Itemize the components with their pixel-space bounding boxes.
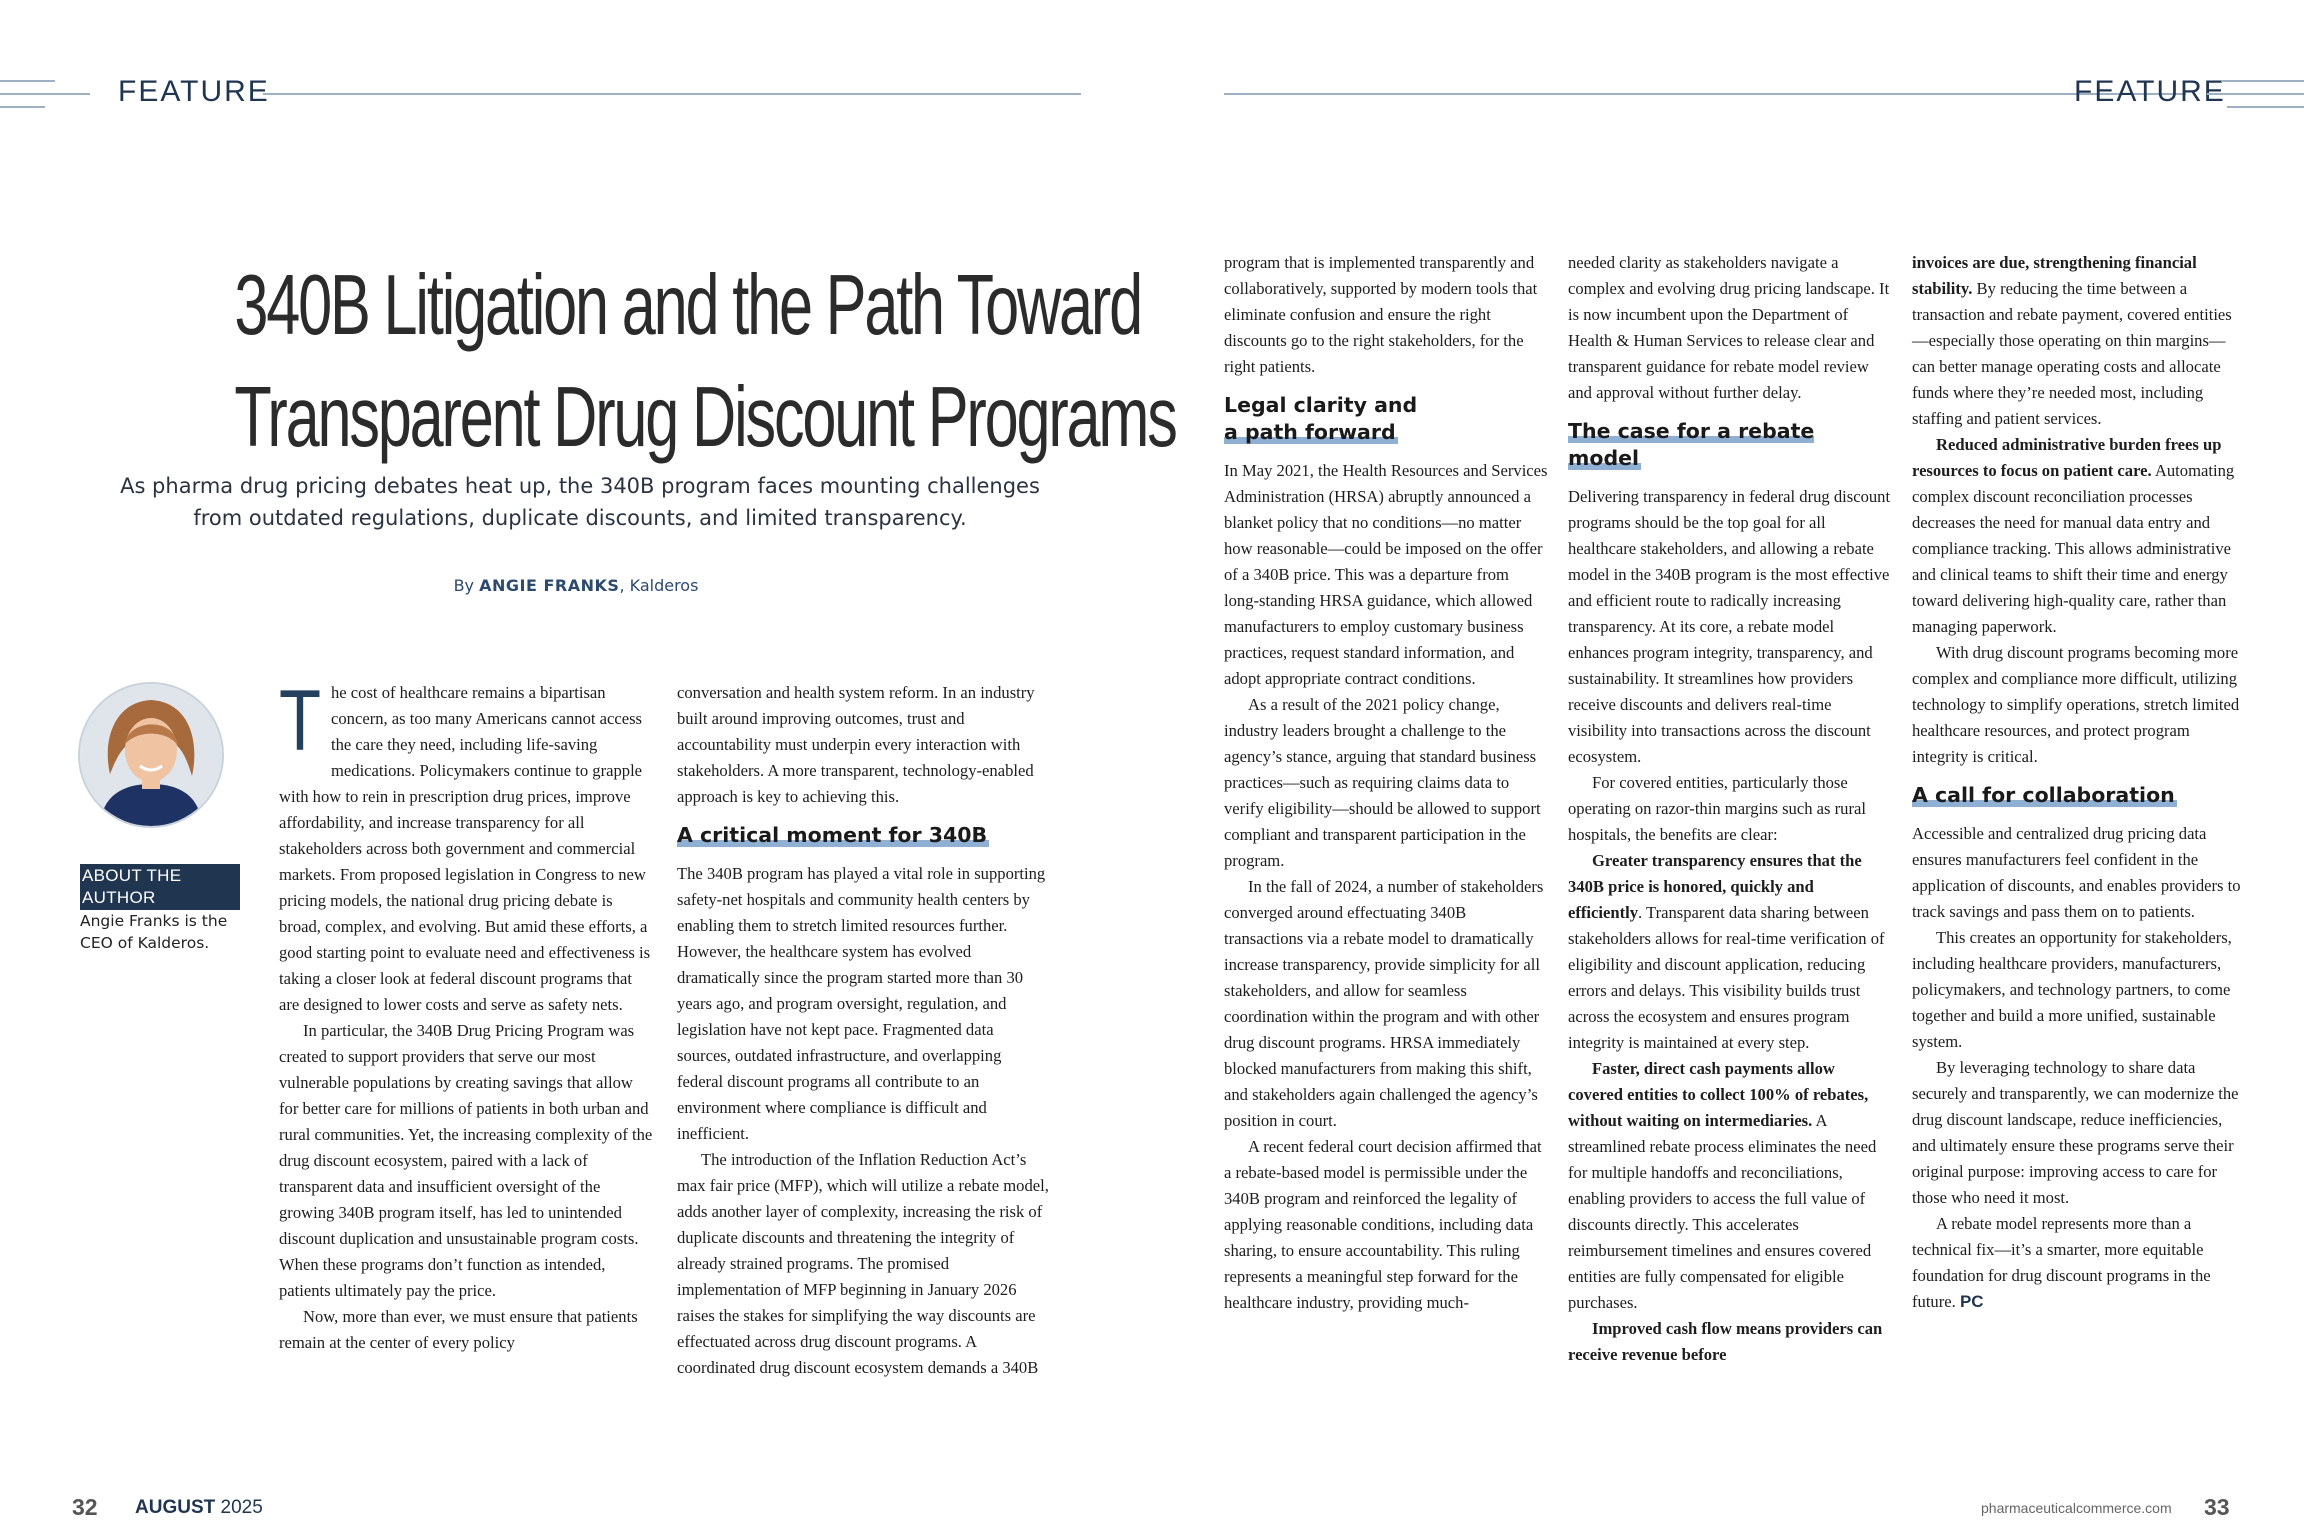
paragraph: Greater transparency ensures that the 34… — [1568, 848, 1892, 1056]
title-line-2: Transparent Drug Discount Programs — [234, 370, 1177, 465]
header-rule — [263, 93, 1081, 95]
section-heading: The case for a rebate model — [1568, 418, 1892, 472]
title-line-1: 340B Litigation and the Path Toward — [234, 258, 1143, 353]
paragraph: conversation and health system reform. I… — [677, 683, 1035, 806]
bold-lead: Greater transparency ensures that the 34… — [1568, 851, 1862, 922]
paragraph-text: Automating complex discount reconciliati… — [1912, 461, 2235, 636]
paragraph-text: A streamlined rebate process eliminates … — [1568, 1111, 1877, 1312]
section-heading: Legal clarity and a path forward — [1224, 392, 1548, 446]
byline: By ANGIE FRANKS, Kalderos — [0, 576, 1152, 595]
section-heading-line-2: a path forward — [1224, 420, 1398, 444]
decorative-line — [0, 80, 55, 82]
paragraph: In May 2021, the Health Resources and Se… — [1224, 461, 1548, 688]
author-photo — [78, 682, 224, 828]
paragraph: Now, more than ever, we must ensure that… — [279, 1307, 638, 1352]
paragraph: In particular, the 340B Drug Pricing Pro… — [279, 1021, 653, 1300]
paragraph: needed clarity as stakeholders navigate … — [1568, 253, 1890, 402]
section-label: FEATURE — [118, 75, 270, 108]
paragraph: By leveraging technology to share data s… — [1912, 1058, 2239, 1207]
column-5: invoices are due, strengthening financia… — [1912, 250, 2242, 1315]
paragraph: In the fall of 2024, a number of stakeho… — [1224, 877, 1544, 1130]
paragraph: Reduced administrative burden frees up r… — [1912, 432, 2242, 640]
page-number: 33 — [2204, 1494, 2230, 1520]
end-mark: PC — [1959, 1292, 1984, 1311]
column-1: T he cost of healthcare remains a bipart… — [279, 673, 655, 1356]
drop-cap: T — [279, 673, 322, 769]
paragraph-text: By reducing the time between a transacti… — [1912, 279, 2232, 428]
paragraph: Delivering transparency in federal drug … — [1568, 487, 1891, 766]
article-subtitle: As pharma drug pricing debates heat up, … — [120, 474, 1040, 530]
section-heading: A critical moment for 340B — [677, 822, 1051, 849]
section-heading-text: The case for a rebate model — [1568, 419, 1815, 470]
decorative-line — [2207, 93, 2304, 95]
bold-lead: invoices are due, strengthening financia… — [1912, 253, 2197, 298]
paragraph: invoices are due, strengthening financia… — [1912, 250, 2242, 432]
section-heading-text: A call for collaboration — [1912, 783, 2177, 807]
decorative-line — [2227, 106, 2304, 108]
paragraph: A recent federal court decision affirmed… — [1224, 1137, 1542, 1312]
paragraph: For covered entities, particularly those… — [1568, 773, 1866, 844]
decorative-line — [0, 106, 45, 108]
issue-year: 2025 — [220, 1497, 263, 1518]
article-title: 340B Litigation and the Path Toward Tran… — [234, 250, 1177, 474]
paragraph: Accessible and centralized drug pricing … — [1912, 824, 2241, 921]
decorative-line — [0, 93, 90, 95]
website: pharmaceuticalcommerce.com — [1981, 1500, 2172, 1516]
byline-affiliation: , Kalderos — [619, 576, 699, 595]
paragraph: Improved cash flow means providers can r… — [1568, 1316, 1892, 1368]
bold-lead: Improved cash flow means providers can r… — [1568, 1319, 1883, 1364]
bold-lead: Faster, direct cash payments allow cover… — [1568, 1059, 1869, 1130]
about-author: ABOUT THE AUTHOR Angie Franks is the CEO… — [80, 864, 240, 954]
column-3: program that is implemented transparentl… — [1224, 250, 1548, 1316]
bold-lead: Reduced administrative burden frees up r… — [1912, 435, 2222, 480]
author-name: ANGIE FRANKS — [479, 576, 620, 595]
column-4: needed clarity as stakeholders navigate … — [1568, 250, 1892, 1368]
paragraph: The introduction of the Inflation Reduct… — [677, 1150, 1049, 1377]
right-page: FEATURE program that is implemented tran… — [1152, 0, 2304, 1529]
about-author-label: ABOUT THE AUTHOR — [80, 864, 240, 910]
author-portrait-icon — [80, 684, 222, 826]
decorative-line — [2221, 80, 2304, 82]
paragraph: The 340B program has played a vital role… — [677, 864, 1046, 1143]
column-2: conversation and health system reform. I… — [677, 680, 1051, 1381]
paragraph: As a result of the 2021 policy change, i… — [1224, 695, 1541, 870]
section-heading: A call for collaboration — [1912, 782, 2242, 809]
section-heading-line-1: Legal clarity and — [1224, 393, 1418, 417]
paragraph: Faster, direct cash payments allow cover… — [1568, 1056, 1892, 1316]
page-number: 32 — [72, 1494, 98, 1520]
paragraph: A rebate model represents more than a te… — [1912, 1211, 2242, 1315]
byline-prefix: By — [453, 576, 475, 595]
paragraph-text: A rebate model represents more than a te… — [1912, 1214, 2211, 1311]
paragraph: This creates an opportunity for stakehol… — [1912, 928, 2232, 1051]
paragraph-text: . Transparent data sharing between stake… — [1568, 903, 1885, 1052]
author-bio: Angie Franks is the CEO of Kalderos. — [80, 912, 228, 952]
paragraph: he cost of healthcare remains a bipartis… — [279, 683, 651, 1014]
issue-date: AUGUST 2025 — [135, 1497, 263, 1519]
left-page: FEATURE 340B Litigation and the Path Tow… — [0, 75, 1178, 1520]
header-rule — [1224, 93, 2186, 95]
issue-month: AUGUST — [135, 1497, 216, 1518]
paragraph: With drug discount programs becoming mor… — [1912, 643, 2240, 766]
section-label: FEATURE — [2074, 75, 2226, 108]
paragraph: program that is implemented transparentl… — [1224, 253, 1538, 376]
section-heading-text: A critical moment for 340B — [677, 823, 990, 847]
